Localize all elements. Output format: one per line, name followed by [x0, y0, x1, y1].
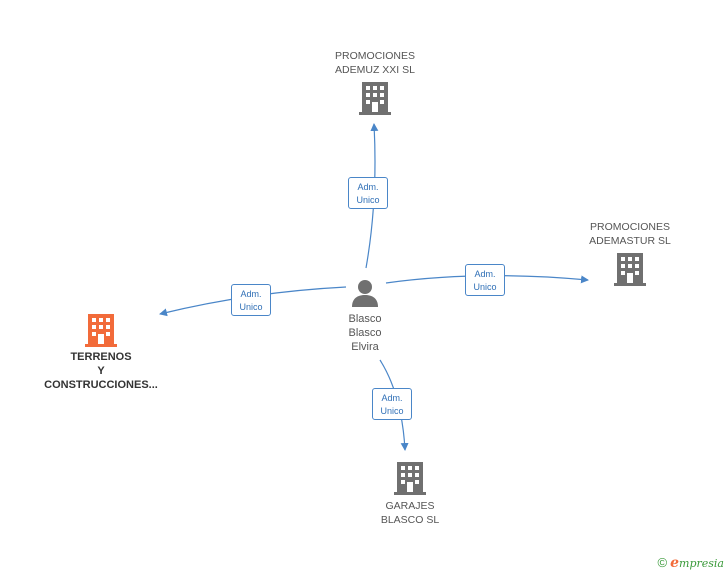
edge-label-line1: Adm. [474, 269, 496, 279]
node-label-line1: GARAJES [385, 500, 435, 512]
building-icon [85, 314, 117, 347]
edge-label-line2: Unico [356, 195, 380, 205]
edge-label-line2: Unico [473, 282, 497, 292]
node-label-line3: Elvira [351, 341, 379, 353]
node-label-line2: Blasco [348, 327, 382, 339]
edge-label-ademuz[interactable]: Adm. Unico [348, 177, 388, 209]
node-label-line1: PROMOCIONES [590, 221, 670, 233]
edge-label-ademastur[interactable]: Adm. Unico [465, 264, 505, 296]
node-terrenos-construcciones[interactable]: TERRENOS Y CONSTRUCCIONES... [36, 312, 166, 392]
building-icon [359, 82, 391, 115]
edge-label-garajes[interactable]: Adm. Unico [372, 388, 412, 420]
edge-label-line1: Adm. [357, 182, 379, 192]
node-label-line2: Y [97, 365, 105, 377]
brand-logo-e: e [670, 555, 680, 571]
node-label-line2: BLASCO SL [380, 514, 440, 526]
edge-label-terrenos[interactable]: Adm. Unico [231, 284, 271, 316]
node-label-line1: TERRENOS [70, 351, 132, 363]
node-promociones-ademastur[interactable]: PROMOCIONES ADEMASTUR SL [570, 220, 690, 287]
node-label-line1: Blasco [348, 313, 382, 325]
node-label-line2: ADEMUZ XXI SL [335, 64, 415, 76]
person-icon [352, 280, 378, 307]
node-label-line3: CONSTRUCCIONES... [44, 379, 158, 391]
node-garajes-blasco[interactable]: GARAJES BLASCO SL [350, 460, 470, 527]
empresia-brand: © empresia [657, 555, 724, 571]
brand-logo-text: mpresia [679, 557, 724, 570]
node-label-line2: ADEMASTUR SL [589, 235, 671, 247]
building-icon [614, 253, 646, 286]
edge-label-line1: Adm. [240, 289, 262, 299]
copyright-symbol: © [657, 555, 668, 570]
building-icon [394, 462, 426, 495]
edge-label-line2: Unico [239, 302, 263, 312]
node-label-line1: PROMOCIONES [335, 50, 415, 62]
edge-label-line1: Adm. [381, 393, 403, 403]
node-promociones-ademuz[interactable]: PROMOCIONES ADEMUZ XXI SL [315, 49, 435, 116]
edge-label-line2: Unico [380, 406, 404, 416]
node-person-blasco[interactable]: Blasco Blasco Elvira [325, 278, 405, 354]
